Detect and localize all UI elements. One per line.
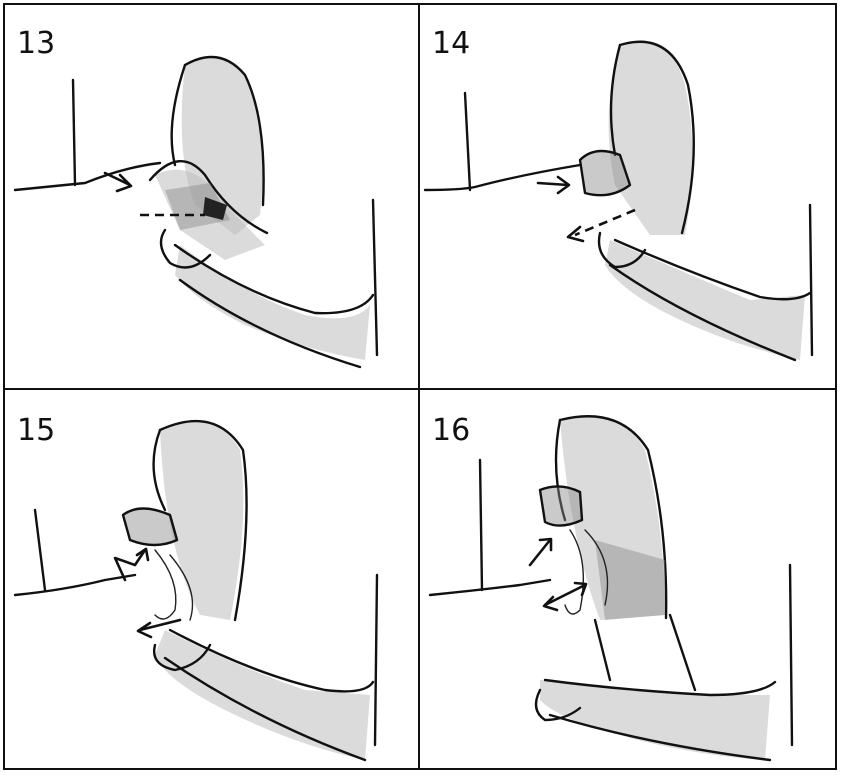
panel-13: 13 (5, 5, 418, 388)
panel-16: 16 (420, 390, 835, 768)
panel-15: 15 (5, 390, 418, 768)
illustration-tape-wrap-step (420, 5, 835, 388)
illustration-tape-wrap-step (5, 390, 418, 768)
panel-14: 14 (420, 5, 835, 388)
illustration-tape-wrap-step (5, 5, 418, 388)
illustration-tape-wrap-step (420, 390, 835, 768)
